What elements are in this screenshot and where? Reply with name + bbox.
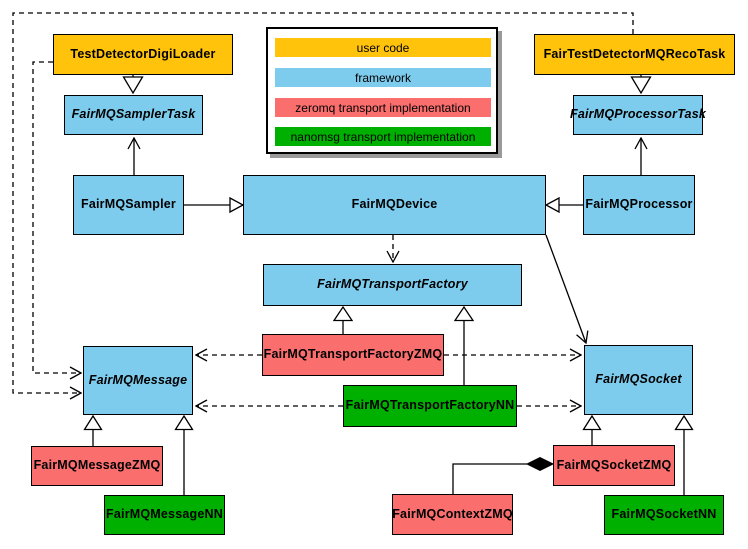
class-label: FairMQTransportFactoryNN [345,398,515,413]
edge-inheritance-factoryzmq-factory [332,305,354,334]
edge-inheritance-processor-device [544,196,583,214]
class-box-fairmqcontextzmq: FairMQContextZMQ [392,494,513,535]
edge-inheritance-socketzmq-socket [582,414,602,445]
class-label: TestDetectorDigiLoader [70,46,216,61]
class-box-fairtestdetectormqrecotask: FairTestDetectorMQRecoTask [534,34,735,75]
edge-dependency-recotask-message [12,12,634,393]
edge-inheritance-recotask-processortask [630,75,652,95]
legend-item-user-code: user code [275,38,491,57]
class-box-fairmqdevice: FairMQDevice [243,175,546,235]
class-label: FairMQMessageZMQ [33,458,161,473]
class-label: FairTestDetectorMQRecoTask [543,46,726,61]
legend: user code framework zeromq transport imp… [266,27,498,154]
class-box-fairmqsocketnn: FairMQSocketNN [604,495,724,535]
class-box-fairmqsampler: FairMQSampler [73,175,184,235]
edge-inheritance-messagezmq-message [83,414,103,446]
edge-association-device-socket [545,234,586,343]
class-box-fairmqsamplertask: FairMQSamplerTask [64,95,203,135]
legend-item-label: nanomsg transport implementation [290,129,476,144]
class-box-fairmqsocket: FairMQSocket [584,345,693,415]
class-label: FairMQSocket [595,372,682,387]
class-label: FairMQMessageNN [106,507,223,522]
edge-composition-socketzmq-contextzmq [452,456,555,494]
class-box-testdetectordigiloader: TestDetectorDigiLoader [53,34,233,75]
class-label: FairMQTransportFactoryZMQ [263,347,443,362]
legend-item-label: user code [356,40,410,55]
legend-item-label: zeromq transport implementation [295,100,471,115]
class-box-fairmqtransportfactorynn: FairMQTransportFactoryNN [343,385,517,427]
class-box-fairmqtransportfactoryzmq: FairMQTransportFactoryZMQ [262,334,444,376]
edge-inheritance-factorynn-factory [453,305,475,385]
class-label: FairMQSamplerTask [71,107,196,122]
edge-inheritance-messagenn-message [174,414,194,495]
legend-item-framework: framework [275,68,491,87]
edge-inheritance-digiloader-samplertask [122,75,144,95]
class-label: FairMQProcessor [585,197,693,212]
edge-inheritance-socketnn-socket [674,414,694,495]
class-label: FairMQMessage [88,372,188,387]
legend-item-nanomsg: nanomsg transport implementation [275,127,491,146]
class-label: FairMQSocketNN [611,507,717,522]
legend-item-zeromq: zeromq transport implementation [275,98,491,117]
class-label: FairMQProcessorTask [569,107,707,122]
legend-item-label: framework [354,70,411,85]
class-box-fairmqmessage: FairMQMessage [83,346,193,415]
class-label: FairMQDevice [351,197,438,212]
class-box-fairmqprocessor: FairMQProcessor [583,175,695,235]
edge-inheritance-sampler-device [184,196,245,214]
class-label: FairMQTransportFactory [317,277,468,292]
class-box-fairmqprocessortask: FairMQProcessorTask [569,95,707,135]
class-label: FairMQSampler [81,197,176,212]
class-label: FairMQContextZMQ [392,506,513,521]
class-box-fairmqmessagezmq: FairMQMessageZMQ [31,446,163,486]
edge-dependency-digiloader-message [32,61,81,373]
class-box-fairmqtransportfactory: FairMQTransportFactory [263,264,522,306]
class-label: FairMQSocketZMQ [556,457,672,472]
class-box-fairmqmessagenn: FairMQMessageNN [104,495,225,535]
class-box-fairmqsocketzmq: FairMQSocketZMQ [553,445,675,486]
